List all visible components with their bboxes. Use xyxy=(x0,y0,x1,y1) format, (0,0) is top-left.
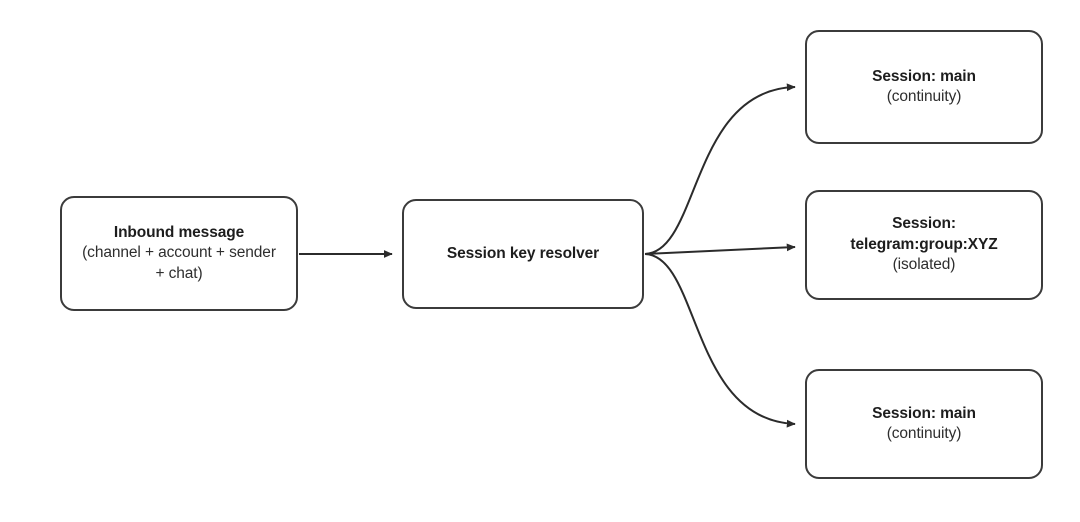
node-inbound-message-subtitle-line1: (channel + account + sender xyxy=(82,244,276,262)
node-session-main-top[interactable]: Session: main (continuity) xyxy=(805,30,1043,144)
node-session-main-bottom-title: Session: main xyxy=(872,404,976,422)
node-inbound-message-subtitle-line2: + chat) xyxy=(155,264,203,282)
edge-resolver-to-telegram xyxy=(644,243,796,255)
node-session-telegram-group-title-line2: telegram:group:XYZ xyxy=(850,235,998,253)
node-session-main-top-subtitle: (continuity) xyxy=(886,88,962,105)
edge-resolver-to-main-bottom xyxy=(644,253,796,428)
node-inbound-message-title: Inbound message xyxy=(113,223,245,241)
node-session-main-bottom[interactable]: Session: main (continuity) xyxy=(805,369,1043,479)
edge-resolver-to-main-top xyxy=(644,83,796,255)
node-inbound-message[interactable]: Inbound message (channel + account + sen… xyxy=(60,196,298,311)
node-session-key-resolver[interactable]: Session key resolver xyxy=(402,199,644,309)
node-session-telegram-group-title-line1: Session: xyxy=(892,215,956,233)
node-session-telegram-group[interactable]: Session: telegram:group:XYZ (isolated) xyxy=(805,190,1043,300)
node-session-main-top-title: Session: main xyxy=(872,67,976,85)
node-session-main-bottom-subtitle: (continuity) xyxy=(886,425,962,442)
node-session-telegram-group-subtitle: (isolated) xyxy=(892,256,956,274)
node-session-key-resolver-title: Session key resolver xyxy=(446,244,600,262)
